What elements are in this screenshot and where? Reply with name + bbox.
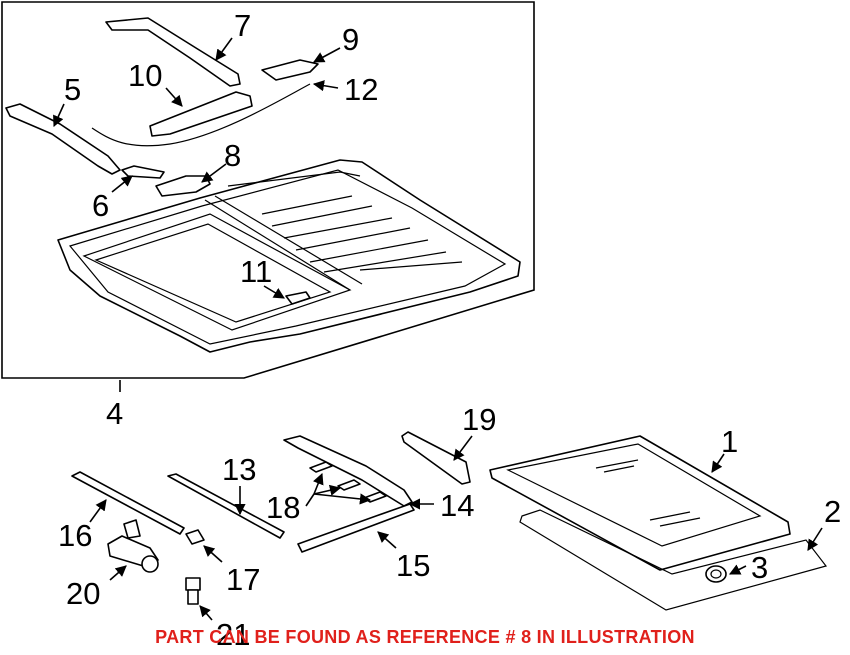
- part-17-clip: [185, 529, 205, 545]
- callout-5: 5: [64, 72, 81, 107]
- callout-18: 18: [266, 490, 300, 525]
- callout-4: 4: [106, 396, 123, 431]
- callout-14: 14: [440, 488, 474, 523]
- part-8-bracket: [155, 175, 211, 197]
- callout-12: 12: [344, 72, 378, 107]
- part-19-strip: [401, 431, 471, 485]
- part-20-motor: [107, 519, 159, 573]
- callout-13: 13: [222, 452, 256, 487]
- part-7-rail: [105, 17, 241, 87]
- callout-7: 7: [234, 8, 251, 43]
- part-6-clip: [121, 165, 165, 179]
- part-15-rail: [297, 503, 415, 553]
- part-5-rail: [5, 103, 121, 175]
- callout-16: 16: [58, 518, 92, 553]
- part-10-bracket: [149, 91, 253, 137]
- callout-8: 8: [224, 138, 241, 173]
- part-11-pad: [285, 291, 311, 305]
- part-9-bracket: [261, 59, 319, 81]
- callout-labels: 1 2 3 4 5 6 7 8 9 10 11 12 13 14 15 16 1…: [58, 8, 841, 652]
- part-21-screw: [185, 577, 201, 605]
- part-16-strip: [71, 471, 185, 535]
- part-12-cable: [91, 83, 311, 147]
- callout-21: 21: [216, 617, 250, 652]
- callout-20: 20: [66, 576, 100, 611]
- frame-cross-slats: [261, 195, 463, 273]
- part-13-strip: [167, 473, 285, 539]
- assembly-inset-box: [1, 1, 535, 379]
- reference-note: PART CAN BE FOUND AS REFERENCE # 8 IN IL…: [155, 627, 695, 647]
- callout-11: 11: [240, 254, 272, 289]
- callout-6: 6: [92, 188, 109, 223]
- callout-19: 19: [462, 402, 496, 437]
- leader-lines: [53, 37, 823, 621]
- callout-15: 15: [396, 548, 430, 583]
- callout-1: 1: [721, 424, 738, 459]
- part-2-seal: [519, 509, 828, 611]
- callout-10: 10: [128, 58, 162, 93]
- part-14-rail: [283, 435, 413, 507]
- callout-3: 3: [751, 550, 768, 585]
- callout-17: 17: [226, 562, 260, 597]
- callout-2: 2: [824, 494, 841, 529]
- part-1-glass-panel: [489, 435, 791, 571]
- callout-9: 9: [342, 22, 359, 57]
- part-3-grommet: [705, 565, 727, 583]
- sunroof-frame-assembly: [57, 159, 521, 353]
